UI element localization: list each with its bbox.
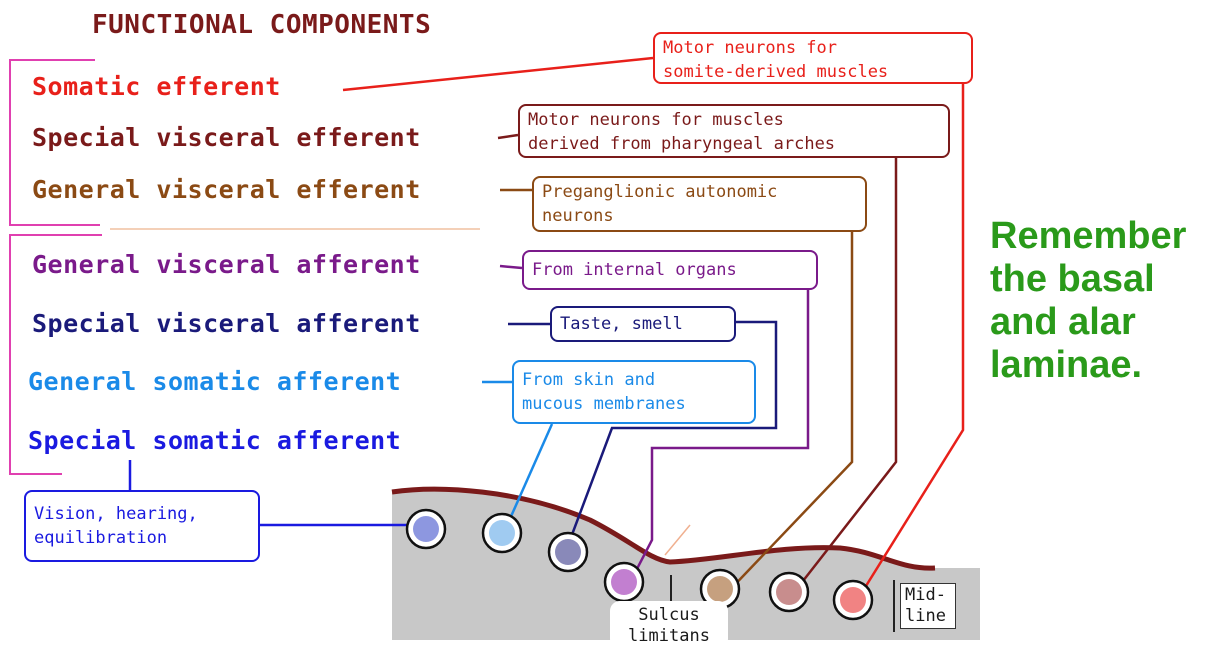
nucleus-sva xyxy=(547,531,589,573)
efferent-bracket xyxy=(9,59,100,226)
box-preganglionic: Preganglionic autonomic neurons xyxy=(532,176,867,232)
label-special-somatic-afferent: Special somatic afferent xyxy=(28,426,402,455)
box-taste-smell: Taste, smell xyxy=(550,306,736,342)
nucleus-se xyxy=(832,579,874,621)
box-skin-mucous: From skin and mucous membranes xyxy=(512,360,756,424)
nucleus-gva xyxy=(603,561,645,603)
box-preganglionic-line1: Preganglionic autonomic xyxy=(542,182,778,202)
gvef-fiber xyxy=(724,230,854,596)
nucleus-gsa xyxy=(481,512,523,554)
remember-note: Remember the basal and alar laminae. xyxy=(990,215,1187,386)
box-somite-muscles: Motor neurons for somite-derived muscles xyxy=(653,32,973,84)
box-skin-line2: mucous membranes xyxy=(522,394,686,414)
label-special-visceral-afferent: Special visceral afferent xyxy=(32,309,421,338)
ventricle-surface-line xyxy=(391,486,936,571)
midline-line1: Mid- xyxy=(905,585,946,605)
sulcus-limitans-label: Sulcus limitans xyxy=(610,601,728,649)
midline-label: Mid- line xyxy=(900,583,956,629)
page-title: FUNCTIONAL COMPONENTS xyxy=(92,10,432,40)
svaf-fiber xyxy=(568,320,778,541)
label-somatic-efferent: Somatic efferent xyxy=(32,72,281,101)
box-skin-line1: From skin and xyxy=(522,370,656,390)
nucleus-ssa xyxy=(405,508,447,550)
box-vision-line2: equilibration xyxy=(34,528,168,548)
label-general-visceral-afferent: General visceral afferent xyxy=(32,250,421,279)
svef-leader xyxy=(497,133,519,140)
box-internal-line1: From internal organs xyxy=(532,260,737,280)
box-taste-line1: Taste, smell xyxy=(560,314,683,334)
box-somite-muscles-line2: somite-derived muscles xyxy=(663,62,889,82)
box-vision-hearing: Vision, hearing, equilibration xyxy=(24,490,260,562)
gsaf-fiber xyxy=(503,423,554,531)
box-preganglionic-line2: neurons xyxy=(542,206,614,226)
svef-fiber xyxy=(791,158,898,596)
afferent-bracket xyxy=(9,234,102,475)
label-special-visceral-efferent: Special visceral efferent xyxy=(32,123,421,152)
midline-line2: line xyxy=(905,606,946,626)
gvaf-leader xyxy=(499,264,523,270)
sulcus-line2: limitans xyxy=(628,626,710,646)
sulcus-faint-line xyxy=(664,524,691,556)
box-vision-line1: Vision, hearing, xyxy=(34,504,198,524)
box-pharyngeal-line1: Motor neurons for muscles xyxy=(528,110,784,130)
somatic-efferent-leader xyxy=(342,56,654,92)
box-somite-muscles-line1: Motor neurons for xyxy=(663,38,837,58)
nucleus-sve xyxy=(768,571,810,613)
label-general-visceral-efferent: General visceral efferent xyxy=(32,175,421,204)
box-pharyngeal-arches: Motor neurons for muscles derived from p… xyxy=(518,104,950,158)
box-internal-organs: From internal organs xyxy=(522,250,818,290)
label-general-somatic-afferent: General somatic afferent xyxy=(28,367,402,396)
box-pharyngeal-line2: derived from pharyngeal arches xyxy=(528,134,836,154)
nucleus-gve xyxy=(699,568,741,610)
sulcus-line1: Sulcus xyxy=(638,605,700,625)
gvaf-fiber xyxy=(624,290,810,591)
somatic-efferent-fiber xyxy=(854,82,965,603)
